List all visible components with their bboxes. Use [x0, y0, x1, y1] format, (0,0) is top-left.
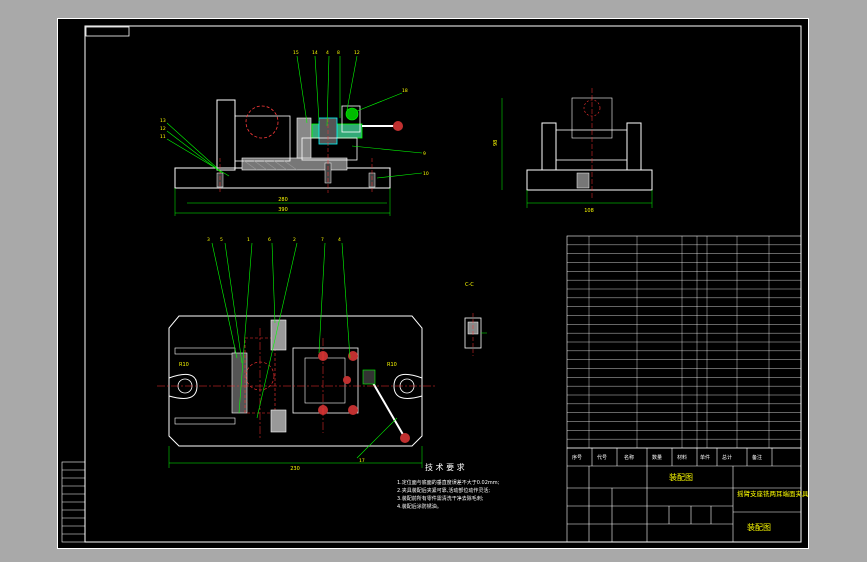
svg-text:5: 5 [220, 237, 223, 243]
drawing-type: 装配图 [747, 522, 771, 532]
svg-text:13: 13 [160, 118, 166, 124]
svg-text:1: 1 [247, 237, 250, 243]
outer-border [57, 18, 809, 549]
svg-text:6: 6 [268, 237, 271, 243]
header-name: 名称 [624, 454, 634, 461]
svg-text:2: 2 [293, 237, 296, 243]
tech-req-2: 2.夹具装配后夹紧可靠,活动部位动作灵活; [397, 487, 490, 494]
dim-top-230: 230 [290, 466, 300, 472]
dim-side-108: 108 [584, 208, 594, 214]
tech-req-4: 4.装配后涂防锈油。 [397, 503, 442, 510]
svg-text:18: 18 [402, 88, 408, 94]
svg-text:3: 3 [207, 237, 210, 243]
section-cc: C-C [464, 282, 487, 356]
dim-top-r10-right: R10 [387, 362, 397, 368]
svg-text:10: 10 [423, 171, 429, 177]
top-corner-box [85, 26, 130, 37]
svg-text:9: 9 [423, 151, 426, 157]
front-view: 390 280 15 14 4 8 12 18 13 12 11 9 10 [160, 50, 429, 216]
binding-strip [61, 461, 86, 543]
part-title: 摇臂支座铣两耳端面夹具 [737, 489, 809, 498]
title-block [566, 447, 802, 543]
header-qty: 数量 [652, 454, 662, 461]
svg-text:14: 14 [312, 50, 318, 56]
svg-text:7: 7 [321, 237, 324, 243]
dim-top-r10-left: R10 [179, 362, 189, 368]
side-view: 98 108 [493, 88, 653, 214]
svg-text:280: 280 [278, 197, 288, 203]
dim-side-98: 98 [493, 140, 499, 146]
svg-text:4: 4 [338, 237, 341, 243]
svg-text:15: 15 [293, 50, 299, 56]
header-remark: 备注 [752, 454, 762, 461]
svg-text:17: 17 [359, 458, 365, 464]
top-view: 3 5 1 6 2 7 4 17 R10 R10 230 [157, 237, 435, 472]
header-total: 总计 [722, 454, 732, 461]
svg-text:12: 12 [160, 126, 166, 132]
tech-requirements-title: 技 术 要 求 [425, 462, 465, 472]
title-block-text: 序号 代号 名称 数量 材料 单件 总计 备注 装配图 摇臂支座铣两耳端面夹具 … [572, 454, 809, 532]
section-label: C-C [465, 282, 474, 288]
tech-requirements: 技 术 要 求 1.定位面与底面的垂直度误差不大于0.02mm; 2.夹具装配后… [397, 462, 500, 510]
svg-text:8: 8 [337, 50, 340, 56]
parts-list [566, 235, 802, 449]
tech-req-3: 3.装配前所有零件需清洗干净去除毛刺; [397, 495, 484, 502]
drawing-name: 装配图 [669, 472, 693, 482]
header-material: 材料 [677, 454, 687, 461]
header-unit: 单件 [700, 454, 710, 461]
svg-text:11: 11 [160, 134, 166, 140]
svg-text:12: 12 [354, 50, 360, 56]
header-code: 代号 [597, 454, 607, 461]
tech-req-1: 1.定位面与底面的垂直度误差不大于0.02mm; [397, 479, 500, 486]
svg-text:4: 4 [326, 50, 329, 56]
dim-front-390: 390 [278, 207, 288, 213]
header-seq: 序号 [572, 454, 582, 461]
